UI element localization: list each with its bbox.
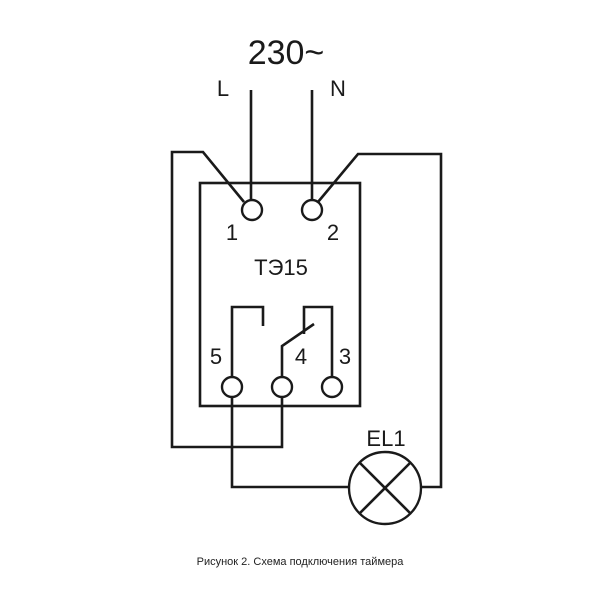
terminal-4-icon <box>270 375 294 399</box>
terminal-2-icon <box>300 198 324 222</box>
supply-voltage-label: 230~ <box>248 34 325 72</box>
wire-term2-to-lamp <box>317 152 443 489</box>
timer-housing <box>198 181 362 408</box>
terminal-2-label: 2 <box>327 220 339 245</box>
wire-term1-to-term4 <box>170 150 284 449</box>
terminal-5-label: 5 <box>210 344 222 369</box>
terminal-1-icon <box>240 198 264 222</box>
wire-term5-to-lamp <box>230 397 349 489</box>
neutral-label: N <box>330 76 346 101</box>
figure-caption: Рисунок 2. Схема подключения таймера <box>196 556 404 568</box>
terminal-5-icon <box>220 375 244 399</box>
relay-contact-icon <box>280 322 315 377</box>
terminal-3-label: 3 <box>339 344 351 369</box>
terminal-1-label: 1 <box>226 220 238 245</box>
contact-5-bracket <box>230 305 265 377</box>
lamp-cross-b <box>359 462 411 514</box>
lamp-label: EL1 <box>366 426 405 451</box>
lamp-symbol-icon <box>347 450 423 526</box>
device-label: ТЭ15 <box>254 255 308 280</box>
terminal-3-icon <box>320 375 344 399</box>
line-label: L <box>217 76 229 101</box>
terminal-4-label: 4 <box>295 344 307 369</box>
contact-3-bracket <box>302 305 334 377</box>
